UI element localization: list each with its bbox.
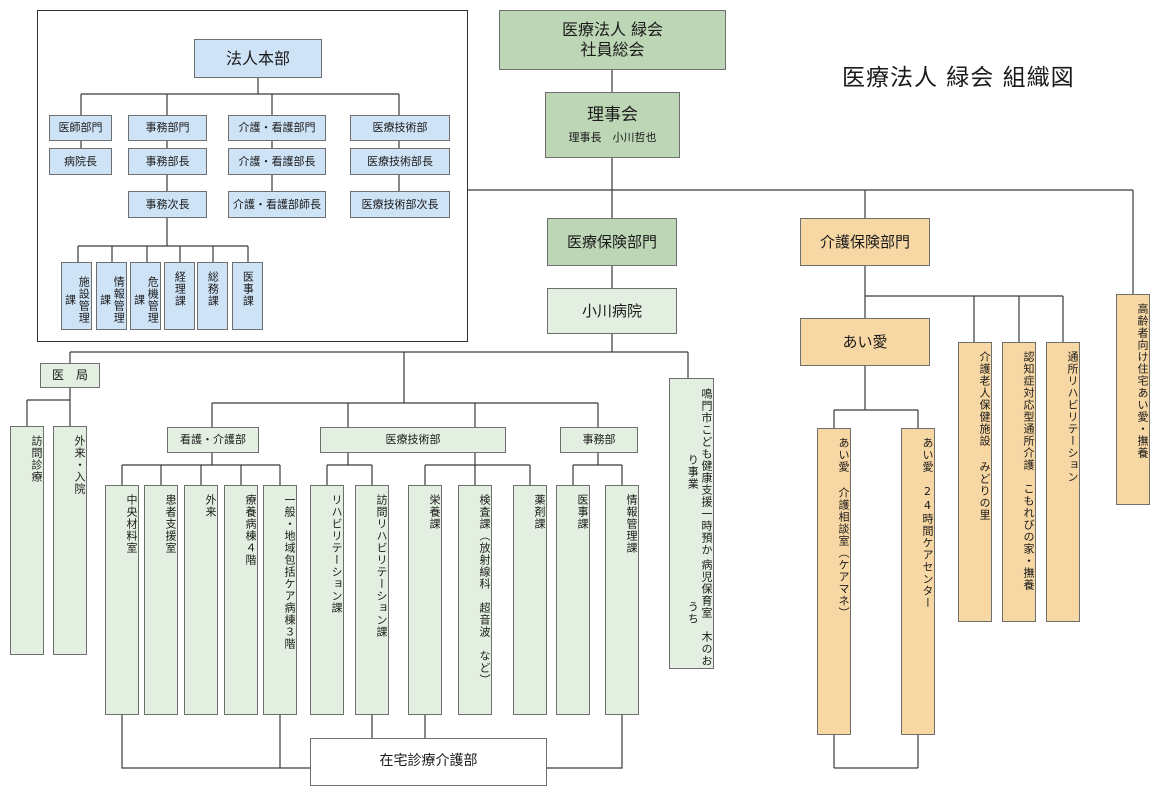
hq-role-care-director: 介護・看護部長 xyxy=(228,148,326,175)
ai-24h-care-center-unit: あい愛 24時間ケアセンター xyxy=(901,428,935,735)
hq-box: 法人本部 xyxy=(194,39,322,78)
care-division-box: 介護保険部門 xyxy=(800,218,930,266)
home-care-dept-box: 在宅診療介護部 xyxy=(310,738,547,786)
tech-unit-home-rehab: 訪問リハビリテーション課 xyxy=(355,485,389,715)
tech-unit-pharmacy: 薬剤課 xyxy=(513,485,547,715)
hq-role-medtech-deputy: 医療技術部次長 xyxy=(350,191,450,218)
hq-role-office-director: 事務部長 xyxy=(128,148,207,175)
tech-unit-lab: 検査課（放射線科 超音波 など） xyxy=(458,485,492,715)
office-unit-info: 情報管理課 xyxy=(605,485,639,715)
board-box: 理事会 理事長 小川哲也 xyxy=(545,92,680,158)
office-unit-medical-affairs: 医事課 xyxy=(556,485,590,715)
nursing-unit-ward-4f: 療養病棟４階 xyxy=(224,485,258,715)
hq-dept-care-nursing: 介護・看護部門 xyxy=(228,115,326,141)
tech-unit-nutrition: 栄養課 xyxy=(408,485,442,715)
board-chair: 理事長 小川哲也 xyxy=(568,131,657,145)
senior-housing-line-2: あい愛・撫養 xyxy=(1136,387,1149,459)
senior-housing-box: 高齢者向け住宅 あい愛・撫養 xyxy=(1116,294,1150,505)
childcare-line-2: 病児保育室 木のおうち xyxy=(686,558,713,667)
ikyoku-box: 医 局 xyxy=(40,363,100,388)
hospital-box: 小川病院 xyxy=(547,288,677,334)
outpatient-inpatient-unit: 外来・入院 xyxy=(53,426,87,655)
ai-box: あい愛 xyxy=(800,318,930,366)
hq-role-medtech-director: 医療技術部長 xyxy=(350,148,450,175)
nursing-unit-outpatient: 外来 xyxy=(184,485,218,715)
nursing-unit-central-supply: 中央材料室 xyxy=(105,485,139,715)
general-meeting-line-1: 医療法人 緑会 xyxy=(561,20,664,39)
nursing-unit-ward-3f: 一般・地域包括ケア病棟３階 xyxy=(263,485,297,715)
hq-frame xyxy=(37,10,468,342)
general-meeting-line-2: 社員総会 xyxy=(580,40,645,59)
hq-section-medical-affairs: 医事課 xyxy=(232,262,263,330)
general-meeting-box: 医療法人 緑会 社員総会 xyxy=(499,10,726,70)
hq-section-facility: 施設管理課 xyxy=(61,262,92,330)
facility-komorebi: 認知症対応型通所介護 こもれびの家・撫養 xyxy=(1002,342,1036,622)
hq-section-info: 情報管理課 xyxy=(96,262,127,330)
hq-dept-office: 事務部門 xyxy=(128,115,207,141)
hq-role-office-deputy: 事務次長 xyxy=(128,191,207,218)
facility-day-rehab: 通所リハビリテーション xyxy=(1046,342,1080,622)
facility-midori-no-sato: 介護老人保健施設 みどりの里 xyxy=(958,342,992,622)
office-dept-box: 事務部 xyxy=(560,427,638,453)
childcare-box: 鳴門市こども健康支援一時預かり事業 病児保育室 木のおうち xyxy=(669,378,714,669)
childcare-line-1: 鳴門市こども健康支援一時預かり事業 xyxy=(686,388,713,557)
hq-dept-doctor: 医師部門 xyxy=(49,115,112,141)
home-visit-unit: 訪問診療 xyxy=(10,426,44,655)
medical-division-box: 医療保険部門 xyxy=(547,218,677,266)
page-title: 医療法人 緑会 組織図 xyxy=(842,65,1075,91)
nursing-dept-box: 看護・介護部 xyxy=(167,427,259,453)
hq-section-accounting: 経理課 xyxy=(164,262,195,330)
board-label: 理事会 xyxy=(587,105,638,125)
nursing-unit-patient-support: 患者支援室 xyxy=(144,485,178,715)
hq-section-risk: 危機管理課 xyxy=(130,262,161,330)
senior-housing-line-1: 高齢者向け住宅 xyxy=(1136,303,1149,387)
tech-unit-rehab: リハビリテーション課 xyxy=(310,485,344,715)
hq-section-general-affairs: 総務課 xyxy=(197,262,228,330)
tech-dept-box: 医療技術部 xyxy=(320,427,506,453)
ai-care-consultation-line-2: （ケアマネ） xyxy=(837,547,850,619)
hq-role-care-head-nurse: 介護・看護部師長 xyxy=(228,191,326,218)
hq-role-hospital-director: 病院長 xyxy=(49,148,112,175)
hq-dept-medtech: 医療技術部 xyxy=(350,115,450,141)
ai-care-consultation-unit: あい愛 介護相談室 （ケアマネ） xyxy=(817,428,851,735)
ai-care-consultation-line-1: あい愛 介護相談室 xyxy=(837,437,850,547)
